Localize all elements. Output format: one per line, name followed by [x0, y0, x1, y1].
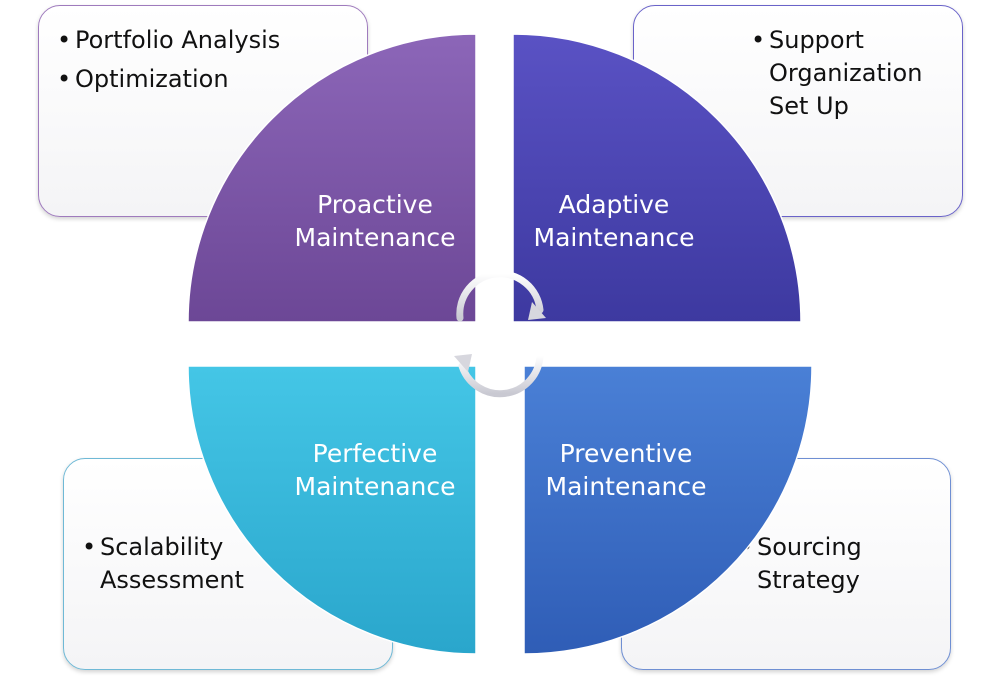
perfective-title-line2: Maintenance: [294, 472, 456, 501]
bullet-item: Portfolio Analysis: [57, 24, 317, 57]
bullet-item: Scalability Assessment: [82, 531, 342, 597]
perfective-bullet-list: Scalability Assessment: [82, 531, 342, 603]
adaptive-title-line2: Maintenance: [533, 223, 695, 252]
adaptive-quadrant: [512, 33, 802, 323]
proactive-quadrant: [187, 33, 477, 323]
adaptive-title-line1: Adaptive: [558, 190, 670, 219]
proactive-bullet-list: Portfolio Analysis Optimization: [57, 24, 317, 102]
adaptive-title: Adaptive Maintenance: [504, 188, 724, 254]
preventive-title-line2: Maintenance: [545, 472, 707, 501]
perfective-quadrant: [187, 365, 477, 655]
circular-arrow-icon: [454, 270, 546, 398]
proactive-title-line2: Maintenance: [294, 223, 456, 252]
preventive-title-line1: Preventive: [559, 439, 693, 468]
adaptive-bullet-list: Support Organization Set Up: [751, 24, 951, 129]
bullet-item: Support Organization Set Up: [751, 24, 951, 123]
bullet-item: Optimization: [57, 63, 317, 96]
perfective-title-line1: Perfective: [312, 439, 438, 468]
preventive-quadrant: [523, 365, 813, 655]
proactive-title-line1: Proactive: [317, 190, 433, 219]
perfective-title: Perfective Maintenance: [265, 437, 485, 503]
preventive-title: Preventive Maintenance: [516, 437, 736, 503]
proactive-title: Proactive Maintenance: [265, 188, 485, 254]
